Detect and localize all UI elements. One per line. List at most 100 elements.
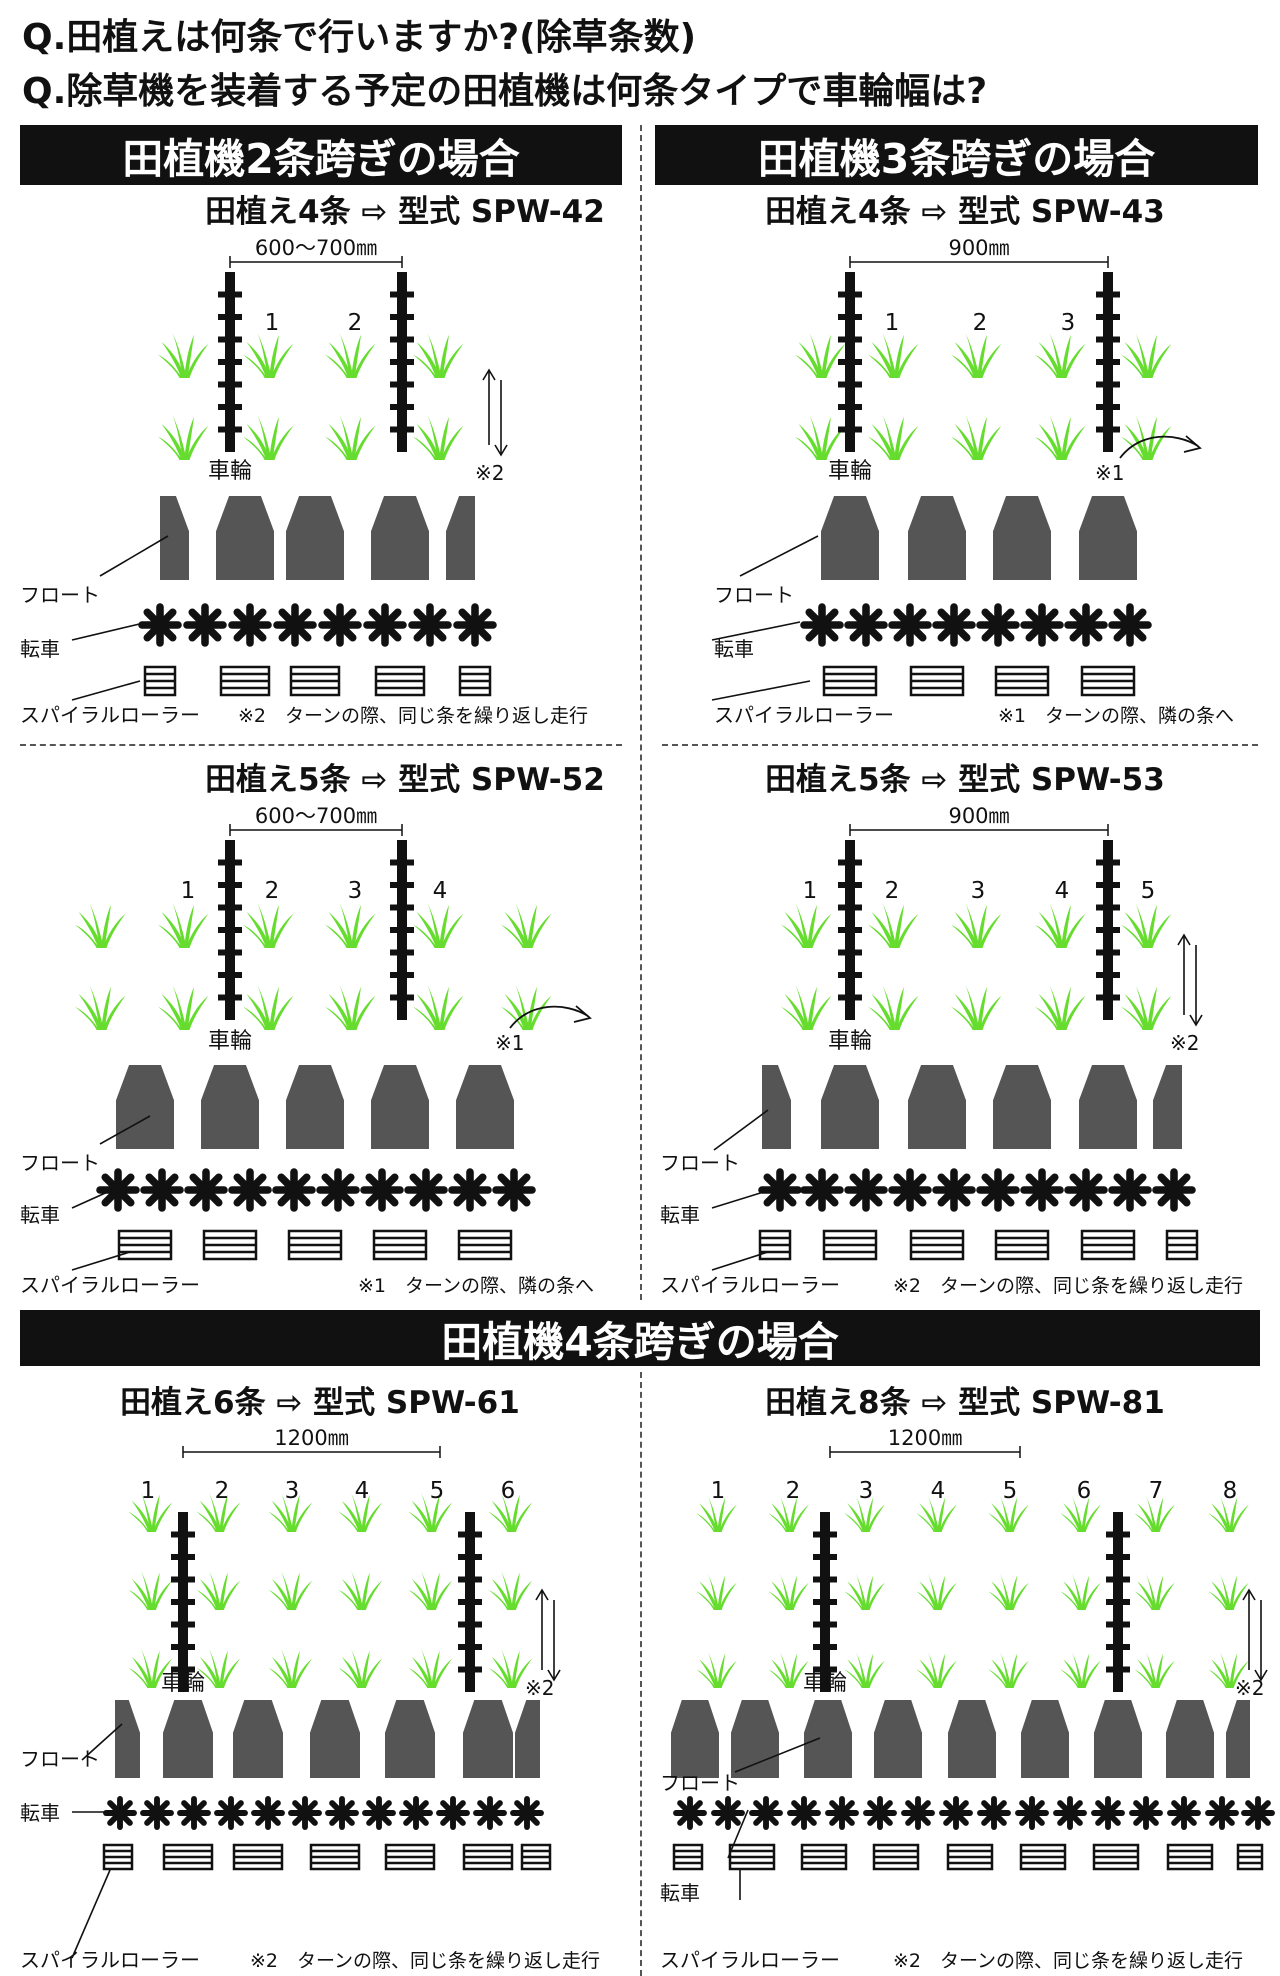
panel-2-rotor	[1064, 603, 1108, 647]
section-header-3-row: 田植機3条跨ぎの場合	[655, 125, 1258, 185]
panel-6-float-label: フロート	[660, 1771, 740, 1795]
panel-6-spiral-roller	[1019, 1843, 1067, 1871]
panel-3-note-mark: ※1	[495, 1031, 524, 1055]
panel-6-float	[1021, 1700, 1069, 1778]
panel-6-spiral-roller	[872, 1843, 920, 1871]
panel-6-spiral-roller	[800, 1843, 848, 1871]
panel-3-rotor	[360, 1168, 404, 1212]
panel-1-spiral-roller	[374, 665, 426, 697]
panel-5-float	[463, 1700, 513, 1778]
panel-6-spiral-roller	[1236, 1843, 1264, 1871]
panel-3-footnote: ※1 ターンの際、隣の条へ	[358, 1275, 594, 1297]
panel-3-spiral-roller	[202, 1229, 258, 1261]
panel-6-row-number: 3	[859, 1478, 874, 1504]
panel-4-rotor	[976, 1168, 1020, 1212]
panel-1-float	[216, 496, 274, 580]
panel-4-spiral-roller	[1080, 1229, 1136, 1261]
panel-2-rotor	[1108, 603, 1152, 647]
panel-3-leader-line	[99, 1115, 151, 1145]
panel-6-rice-plant	[696, 1574, 737, 1610]
panel-6-dimension-label: 1200㎜	[888, 1426, 962, 1450]
panel-5-rice-plant	[408, 1649, 453, 1688]
panel-1-dimension-label: 600〜700㎜	[255, 236, 377, 260]
panel-2-rotor	[976, 603, 1020, 647]
panel-6-rice-plant	[1208, 1652, 1249, 1688]
panel-4-rice-plant	[951, 903, 1002, 948]
panel-5-leader-line	[71, 1869, 111, 1959]
panel-6-row-number: 6	[1077, 1478, 1092, 1504]
panel-6-rice-plant	[768, 1574, 809, 1610]
panel-2-rice-plant	[868, 415, 919, 460]
panel-3-spiral-roller	[457, 1229, 513, 1261]
panel-6-float	[1166, 1700, 1214, 1778]
panel-4-spiral-roller	[909, 1229, 965, 1261]
panel-5-row-number: 6	[501, 1478, 516, 1504]
panel-5-leader-line	[81, 1723, 123, 1761]
panel-6-rice-plant	[1208, 1496, 1249, 1532]
panel-1-row-number: 2	[348, 310, 363, 336]
panel-6-rotor	[939, 1796, 973, 1830]
panel-1-rice-plant	[413, 333, 464, 378]
panel-3-wheel-1	[218, 840, 242, 1020]
panel-5-rice-plant	[488, 1571, 533, 1610]
section-header-2-row: 田植機2条跨ぎの場合	[20, 125, 622, 185]
panel-6-rice-plant	[696, 1652, 737, 1688]
panel-4-leader-line	[711, 1189, 771, 1209]
panel-5-dimension	[182, 1446, 441, 1458]
panel-3-rice-plant	[325, 903, 376, 948]
panel-6-float	[948, 1700, 996, 1778]
panel-1-roller-label: スパイラルローラー	[20, 703, 200, 727]
panel-6-rotor-label: 転車	[660, 1881, 700, 1905]
panel-1-spiral-roller	[289, 665, 341, 697]
panel-4-rotor	[932, 1168, 976, 1212]
panel-1-rotor	[408, 603, 452, 647]
panel-6-rotor	[1167, 1796, 1201, 1830]
panel-6-rice-plant	[916, 1652, 957, 1688]
panel-1-float	[446, 496, 475, 580]
panel-3-row-number: 1	[181, 878, 196, 904]
panel-2-dimension	[849, 256, 1109, 268]
panel-6-wheel-label: 車輪	[803, 1671, 847, 1696]
panel-4-wheel-1	[838, 840, 862, 1020]
panel-6-wheel-1	[813, 1512, 837, 1692]
panel-5-rice-plant	[268, 1493, 313, 1532]
panel-5-row-number: 1	[141, 1478, 156, 1504]
panel-6-leader-line	[734, 1737, 821, 1773]
panel-3-rice-plant	[413, 903, 464, 948]
panel-5-rotor	[399, 1796, 433, 1830]
panel-3-wheel-label: 車輪	[208, 1029, 252, 1054]
panel-6-rotor	[863, 1796, 897, 1830]
panel-3-roller-label: スパイラルローラー	[20, 1273, 200, 1297]
panel-6-rice-plant	[916, 1574, 957, 1610]
panel-4-row-number: 4	[1055, 878, 1070, 904]
panel-5-rice-plant	[128, 1493, 173, 1532]
panel-1-row-number: 1	[265, 310, 280, 336]
panel-3-float	[286, 1065, 344, 1149]
panel-4-leader-line	[711, 1251, 769, 1271]
panel-5-row-number: 3	[285, 1478, 300, 1504]
panel-3-rice-plant	[158, 903, 209, 948]
panel-3-rotor	[404, 1168, 448, 1212]
panel-6-rotor	[1241, 1796, 1275, 1830]
panel-6-float	[671, 1700, 719, 1778]
panel-2-rotor	[932, 603, 976, 647]
panel-5-float	[163, 1700, 213, 1778]
panel-6-float	[874, 1700, 922, 1778]
panel-5-rotor	[473, 1796, 507, 1830]
panel-1-rice-plant	[243, 415, 294, 460]
panel-5-row-number: 4	[355, 1478, 370, 1504]
panel-2-leader-line	[739, 535, 819, 577]
panel-6-dimension	[829, 1446, 1021, 1458]
panel-3-rotor	[228, 1168, 272, 1212]
panel-1-turn-same-arrow	[482, 368, 508, 457]
panel-3-turn-next-arrow	[509, 1005, 592, 1029]
panel-3-rotor	[492, 1168, 536, 1212]
panel-1-rotor	[273, 603, 317, 647]
panel-5-row-number: 5	[430, 1478, 445, 1504]
panel-2-roller-label: スパイラルローラー	[714, 703, 894, 727]
panel-5-turn-same-arrow	[535, 1588, 561, 1682]
panel-2-rotor	[800, 603, 844, 647]
panel-2-rice-plant	[1035, 415, 1086, 460]
panel-3-spiral-roller	[287, 1229, 343, 1261]
